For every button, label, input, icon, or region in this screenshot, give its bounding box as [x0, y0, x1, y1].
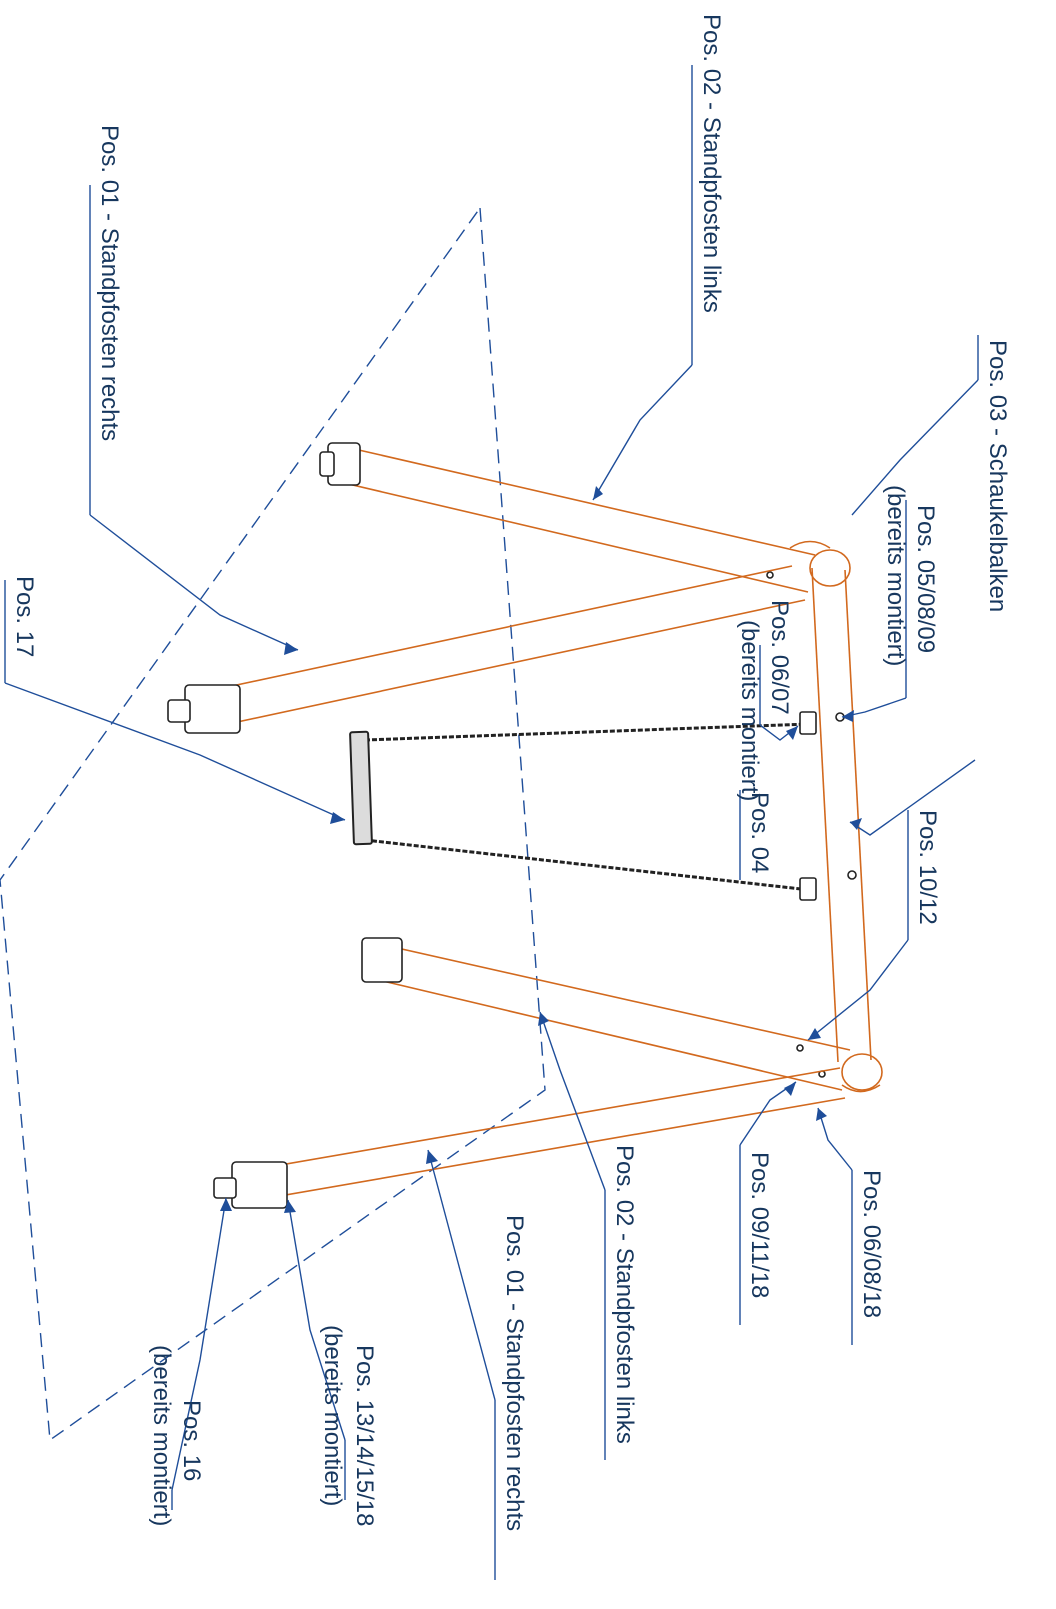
label-pos17: Pos. 17 [11, 576, 38, 657]
swing-beam [789, 540, 883, 1093]
label-pos03: Pos. 03 - Schaukelbalken [984, 340, 1011, 612]
label-pos13-note: (bereits montiert) [319, 1325, 346, 1506]
label-pos16: Pos. 16 [178, 1400, 205, 1481]
post-right-upper [361, 937, 851, 1091]
label-pos1012: Pos. 10/12 [914, 810, 941, 925]
ground-outline [0, 207, 546, 1442]
post-right-lower [213, 1067, 846, 1209]
label-pos02-bottom: Pos. 02 - Standpfosten links [611, 1145, 638, 1444]
labels: Pos. 02 - Standpfosten links Pos. 01 - S… [11, 14, 1011, 1531]
label-pos091118: Pos. 09/11/18 [746, 1152, 773, 1298]
label-pos060818: Pos. 06/08/18 [858, 1170, 885, 1318]
post-left-lower [167, 565, 806, 734]
label-pos01-bottom: Pos. 01 - Standpfosten rechts [501, 1215, 528, 1531]
label-pos13: Pos. 13/14/15/18 [351, 1345, 378, 1526]
post-left-upper [319, 442, 816, 593]
label-pos0607: Pos. 06/07 [766, 600, 793, 715]
label-markers [4, 65, 979, 1580]
label-pos04: Pos. 04 [746, 792, 773, 873]
label-pos0607-note: (bereits montiert) [736, 620, 763, 801]
label-pos01-top: Pos. 01 - Standpfosten rechts [96, 125, 123, 441]
leader-lines [4, 364, 979, 1491]
label-pos05: Pos. 05/08/09 [912, 505, 939, 653]
swing-seat-assembly [349, 711, 857, 901]
label-pos05-note: (bereits montiert) [882, 485, 909, 666]
label-pos02-top: Pos. 02 - Standpfosten links [698, 14, 725, 313]
label-pos16-note: (bereits montiert) [148, 1345, 175, 1526]
